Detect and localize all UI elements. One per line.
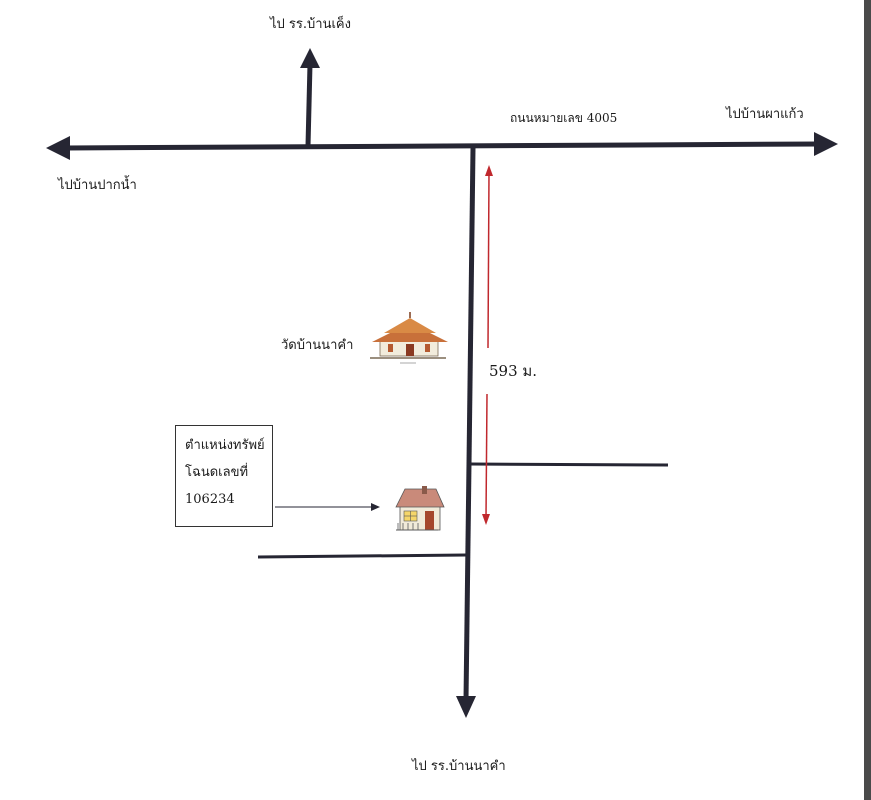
south-arrowhead <box>456 696 476 718</box>
north-road <box>305 63 313 147</box>
property-info-box: ตำแหน่งทรัพย์ โฉนดเลขที่ 106234 <box>175 425 273 527</box>
distance-line-lower <box>485 393 488 519</box>
east-arrowhead <box>814 132 838 156</box>
label-road-number: ถนนหมายเลข 4005 <box>510 111 618 125</box>
label-temple: วัดบ้านนาคำ <box>281 338 354 353</box>
temple-icon <box>370 312 448 364</box>
page-edge-border <box>864 0 871 800</box>
property-deed-label: โฉนดเลขที่ <box>185 465 249 480</box>
label-north: ไป รร.บ้านเค็ง <box>270 17 351 32</box>
north-arrowhead <box>300 48 320 68</box>
west-side-road <box>257 553 467 559</box>
label-west: ไปบ้านปากน้ำ <box>58 178 137 193</box>
distance-arrow-down <box>482 514 490 525</box>
label-south: ไป รร.บ้านนาคำ <box>412 759 506 774</box>
distance-label: 593 ม. <box>489 360 538 382</box>
west-arrowhead <box>46 136 70 160</box>
property-pointer-arrow <box>371 503 380 511</box>
property-title: ตำแหน่งทรัพย์ <box>185 438 265 453</box>
property-deed-number: 106234 <box>185 492 235 507</box>
distance-line-upper <box>487 171 490 349</box>
label-east: ไปบ้านผาแก้ว <box>726 107 804 122</box>
house-icon <box>395 486 445 531</box>
east-side-road <box>469 462 669 467</box>
main-road-4005 <box>65 141 821 151</box>
distance-arrow-up <box>485 165 493 176</box>
south-road <box>463 147 476 701</box>
